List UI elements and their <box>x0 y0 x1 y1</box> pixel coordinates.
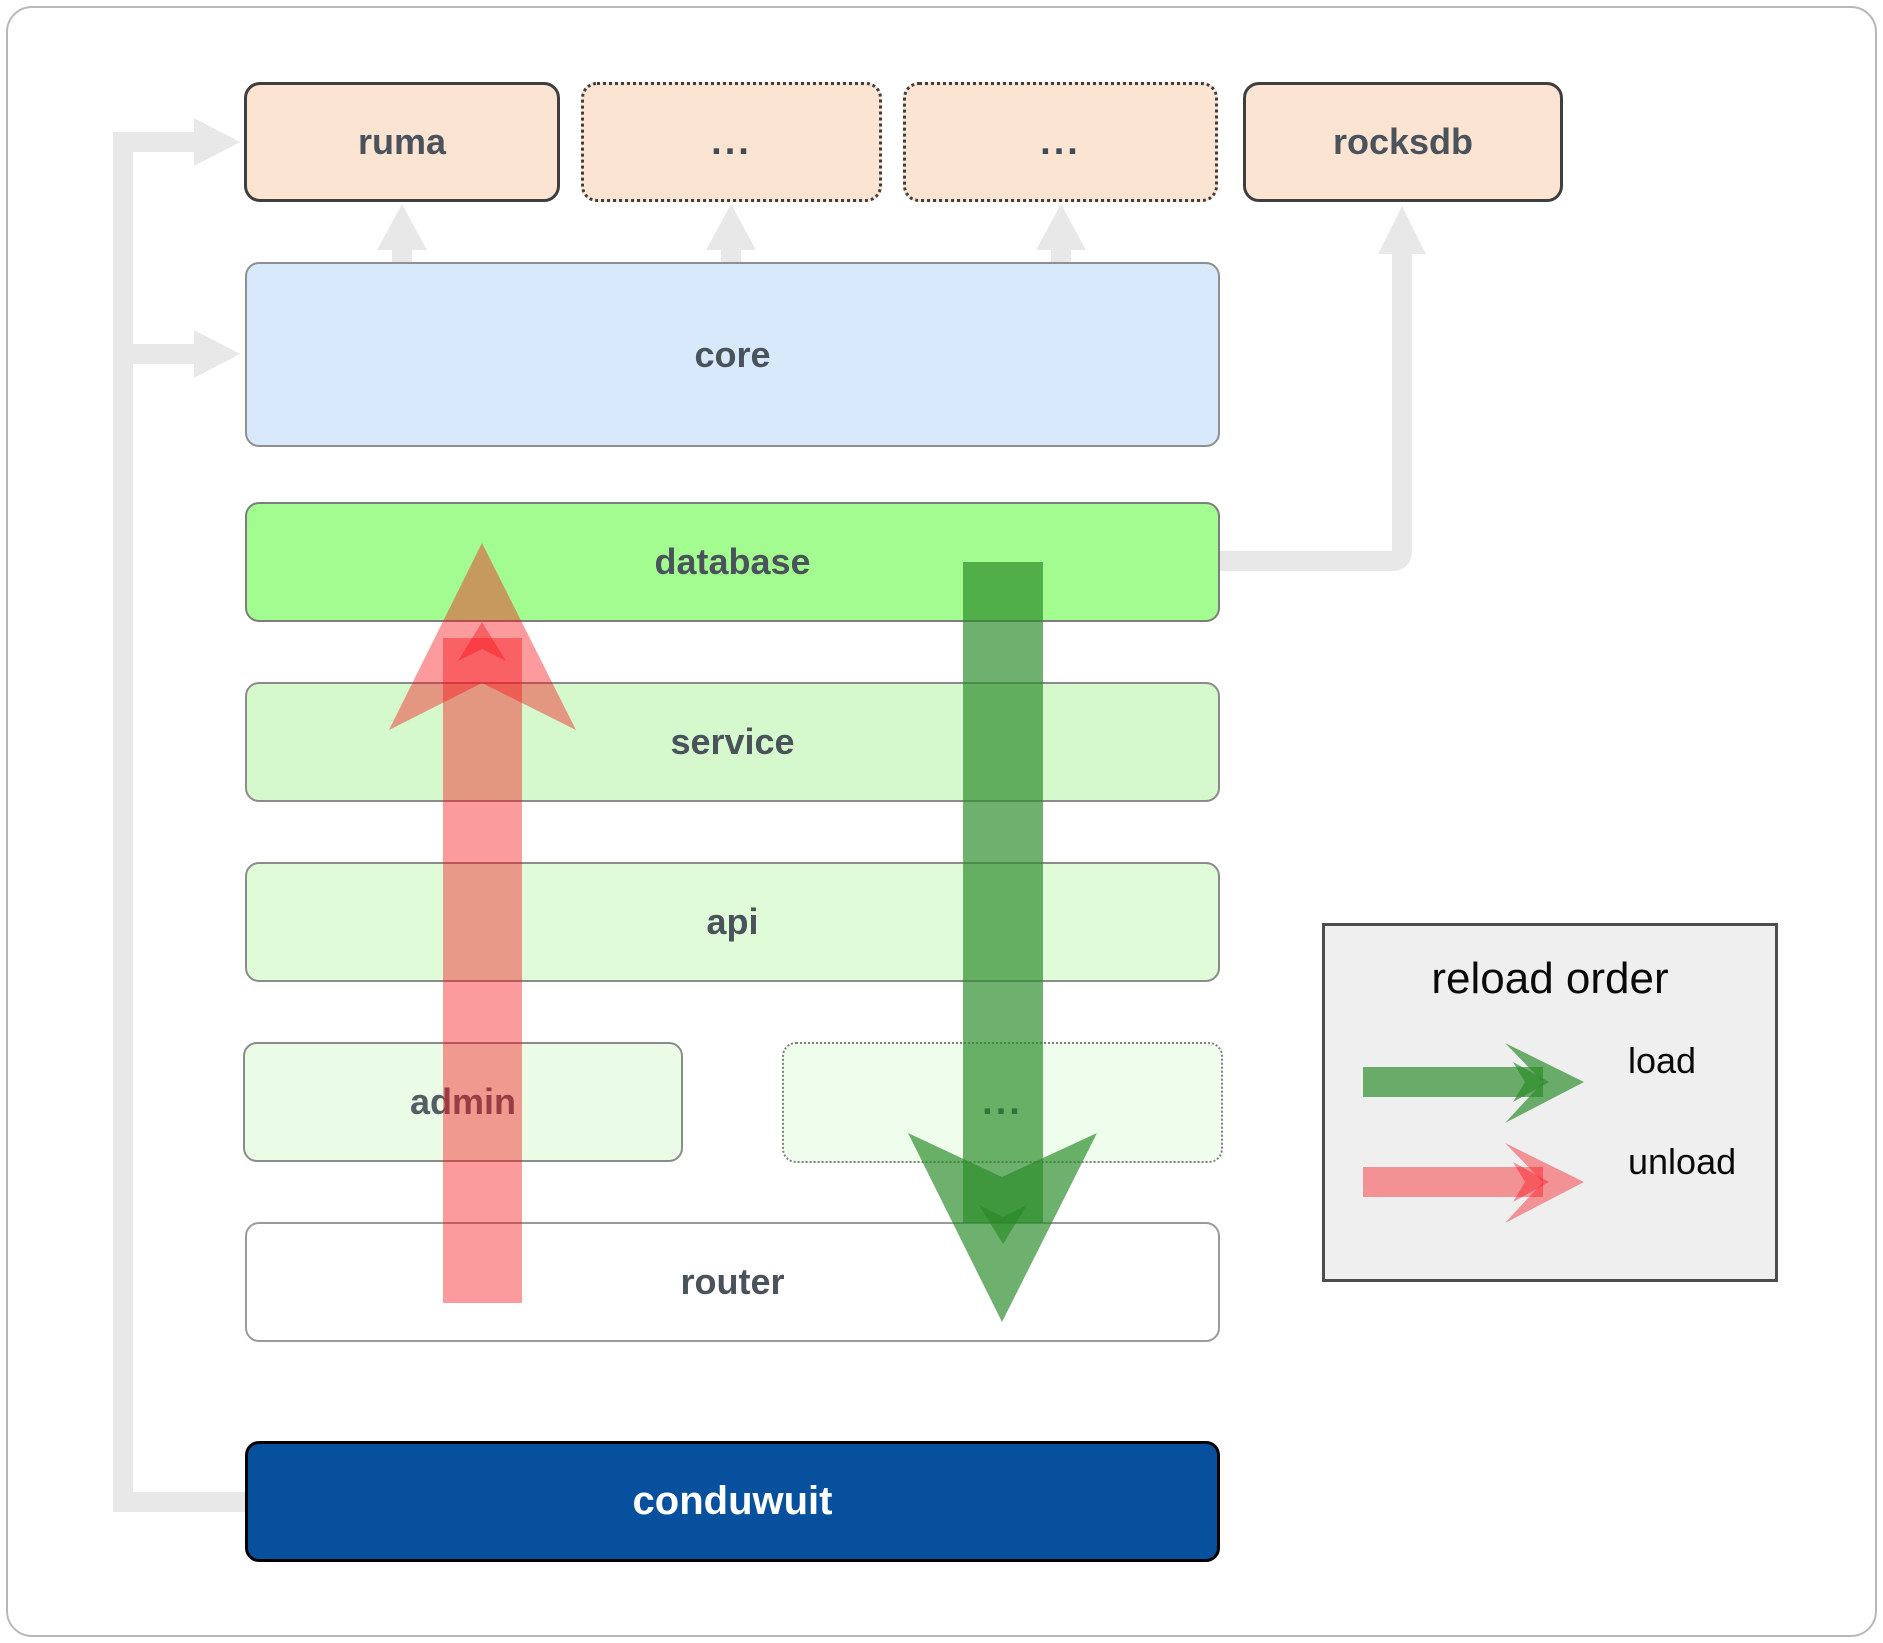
box-admin: admin <box>243 1042 683 1162</box>
box-ruma: ruma <box>244 82 560 202</box>
legend-unload-label: unload <box>1628 1141 1737 1182</box>
box-core: core <box>245 262 1220 447</box>
box-database: database <box>245 502 1220 622</box>
box-admin-dots-label: ... <box>982 1081 1023 1123</box>
box-ruma-label: ruma <box>357 121 447 162</box>
box-rocksdb-label: rocksdb <box>1332 121 1474 162</box>
legend-load-label: load <box>1628 1040 1697 1081</box>
box-conduwuit: conduwuit <box>245 1441 1220 1562</box>
box-api-label: api <box>706 901 759 942</box>
box-api: api <box>245 862 1220 982</box>
legend-title: reload order <box>1431 954 1669 1003</box>
box-dots-2-label: ... <box>1040 120 1081 163</box>
box-router: router <box>245 1222 1220 1342</box>
outer-frame <box>6 6 1877 1637</box>
box-admin-dots: ... <box>782 1042 1223 1163</box>
box-service: service <box>245 682 1220 802</box>
box-dots-1-label: ... <box>711 120 752 163</box>
box-dots-1: ... <box>581 82 882 202</box>
box-admin-label: admin <box>409 1081 516 1122</box>
box-router-label: router <box>680 1261 785 1302</box>
legend: reload order load unload <box>1322 923 1778 1282</box>
box-service-label: service <box>670 721 795 762</box>
box-core-label: core <box>694 333 771 375</box>
box-conduwuit-label: conduwuit <box>632 1479 833 1523</box>
box-database-label: database <box>654 541 811 582</box>
box-rocksdb: rocksdb <box>1243 82 1563 202</box>
box-dots-2: ... <box>903 82 1218 202</box>
